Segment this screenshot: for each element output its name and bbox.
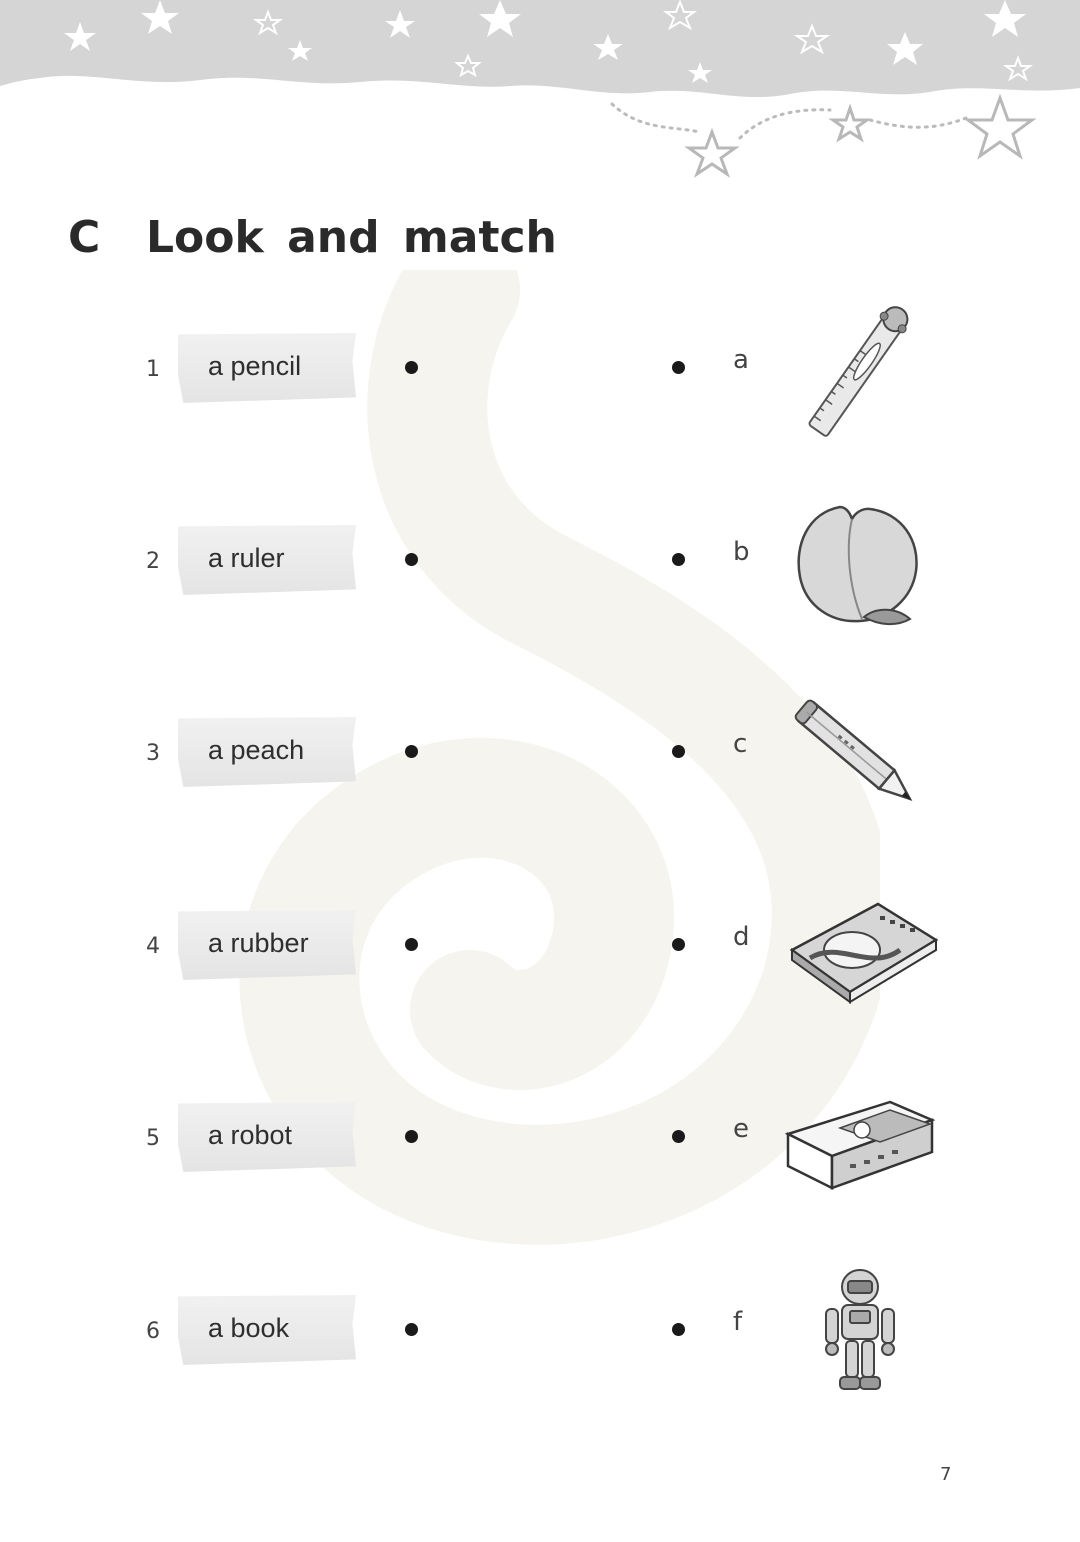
book-icon <box>789 902 939 1004</box>
robot-icon <box>825 1269 895 1390</box>
word-label: a peach <box>208 735 305 765</box>
match-row-1: 1 a pencil a <box>0 306 1080 483</box>
match-row-5: 5 a robot e <box>0 1100 1080 1252</box>
left-match-dot[interactable] <box>405 938 418 951</box>
left-match-dot[interactable] <box>405 1130 418 1143</box>
word-label: a pencil <box>208 351 302 381</box>
peach-icon <box>797 505 918 625</box>
page-number: 7 <box>940 1464 952 1485</box>
word-label: a book <box>208 1313 290 1343</box>
option-letter: c <box>733 729 748 759</box>
word-card <box>178 525 356 595</box>
word-card <box>178 333 356 403</box>
right-match-dot[interactable] <box>672 553 685 566</box>
option-letter: a <box>733 345 749 375</box>
item-number: 3 <box>146 741 160 766</box>
right-match-dot[interactable] <box>672 1130 685 1143</box>
rubber-icon <box>784 1100 936 1191</box>
match-row-3: 3 a peach c <box>0 699 1080 867</box>
left-match-dot[interactable] <box>405 361 418 374</box>
item-number: 4 <box>146 934 160 959</box>
option-letter: b <box>733 537 750 567</box>
match-row-2: 2 a ruler b <box>0 505 1080 675</box>
word-label: a ruler <box>208 543 285 573</box>
item-number: 2 <box>146 549 160 574</box>
starry-banner <box>0 0 1080 178</box>
right-match-dot[interactable] <box>672 361 685 374</box>
word-card <box>178 717 356 787</box>
right-match-dot[interactable] <box>672 745 685 758</box>
section-letter: C <box>68 212 101 263</box>
section-title: Look and match <box>146 212 557 263</box>
ruler-icon <box>808 306 909 437</box>
match-row-6: 6 a book f <box>0 1269 1080 1445</box>
left-match-dot[interactable] <box>405 745 418 758</box>
option-letter: d <box>733 922 750 952</box>
item-number: 1 <box>146 357 160 382</box>
option-letter: f <box>733 1307 743 1337</box>
word-card <box>178 1295 356 1365</box>
item-number: 6 <box>146 1319 160 1344</box>
word-card <box>178 910 356 980</box>
pencil-icon <box>794 699 913 801</box>
right-match-dot[interactable] <box>672 938 685 951</box>
word-label: a robot <box>208 1120 293 1150</box>
swirl-watermark <box>239 270 880 1245</box>
right-match-dot[interactable] <box>672 1323 685 1336</box>
item-number: 5 <box>146 1126 160 1151</box>
match-row-4: 4 a rubber d <box>0 902 1080 1060</box>
left-match-dot[interactable] <box>405 553 418 566</box>
option-letter: e <box>733 1114 749 1144</box>
word-label: a rubber <box>208 928 309 958</box>
word-card <box>178 1102 356 1172</box>
left-match-dot[interactable] <box>405 1323 418 1336</box>
